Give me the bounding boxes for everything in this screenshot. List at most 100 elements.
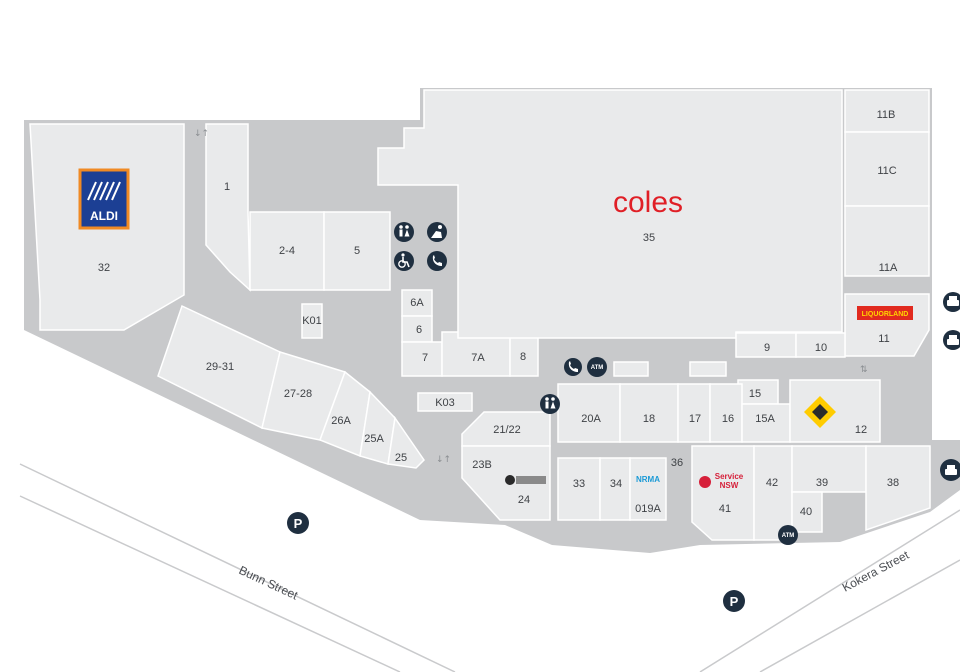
- kiosk-k03[interactable]: [417, 392, 473, 412]
- shop-34-label: 34: [610, 478, 622, 490]
- car-icon-2[interactable]: [940, 459, 960, 481]
- shop-39[interactable]: [791, 445, 867, 493]
- shop-6a-label: 6A: [410, 297, 424, 309]
- shop-11a[interactable]: [844, 205, 930, 277]
- toilets-icon[interactable]: [394, 222, 414, 242]
- shop-35-label: 35: [643, 232, 655, 244]
- kokera-street-edge-1: [699, 509, 960, 672]
- bunn-street-edge-2: [19, 495, 401, 672]
- shop-7a-label: 7A: [471, 352, 485, 364]
- car-icon[interactable]: [943, 330, 960, 350]
- toilets-icon-2[interactable]: [540, 394, 560, 414]
- shop-33-label: 33: [573, 478, 585, 490]
- parking-icon-bunn[interactable]: P: [287, 512, 309, 534]
- shop-40[interactable]: [791, 491, 823, 533]
- shop-9-label: 9: [764, 342, 770, 354]
- phone-icon-2[interactable]: [564, 358, 582, 376]
- coles-logo: coles: [613, 186, 683, 219]
- shop-11-liquorland[interactable]: [844, 293, 930, 357]
- parking-icon-bunn-label: P: [294, 516, 303, 531]
- kiosk-k01[interactable]: [301, 303, 323, 339]
- shop-019a-nrma[interactable]: [629, 457, 667, 521]
- shop-5[interactable]: [323, 211, 391, 291]
- corridor-block-1: [613, 361, 649, 377]
- kiosk-k03-label: K03: [435, 397, 455, 409]
- shop-40-label: 40: [800, 506, 812, 518]
- shop-12-label: 12: [855, 424, 867, 436]
- shop-35-coles[interactable]: [377, 89, 843, 339]
- corridor-block-2: [689, 361, 727, 377]
- facility-icons: ATM ATM P P: [194, 129, 960, 612]
- shop-15a[interactable]: [741, 403, 791, 443]
- shop-24-brand-logo-icon: [505, 475, 515, 485]
- service-nsw-logo-icon: [699, 476, 711, 488]
- shop-11-label: 11: [878, 333, 889, 345]
- shop-2-4-label: 2-4: [279, 245, 295, 257]
- shop-20a-label: 20A: [581, 413, 601, 425]
- shop-29-31-label: 29-31: [206, 361, 234, 373]
- liquorland-logo-text: LIQUORLAND: [862, 311, 909, 318]
- kokera-street-edge-2: [759, 559, 960, 672]
- shop-32-label: 32: [98, 262, 110, 274]
- shop-21-22-label: 21/22: [493, 424, 521, 436]
- shop-38-label: 38: [887, 477, 899, 489]
- shop-11a-label: 11A: [879, 262, 898, 274]
- shop-42-label: 42: [766, 477, 778, 489]
- escalator-icon: ↓↑: [194, 129, 209, 139]
- shop-25-label: 25: [395, 452, 407, 464]
- commbank-logo-inner: [812, 404, 828, 420]
- aldi-logo-stripes: [87, 181, 121, 201]
- shop-5-label: 5: [354, 245, 360, 257]
- shop-24-brand-logo-text: [516, 476, 546, 484]
- shop-15-label: 15: [749, 388, 761, 400]
- bunn-street-label: Bunn Street: [237, 563, 301, 603]
- shop-23b-label: 23B: [472, 459, 492, 471]
- shop-1-label: 1: [224, 181, 230, 193]
- escalator-icon-3: ⇅: [860, 365, 868, 375]
- shops: ALDI 32 1 2-4 5 K01 6A 6 7 7A 8 29-31 27…: [29, 89, 931, 541]
- shop-18-label: 18: [643, 413, 655, 425]
- shop-019a-label: 019A: [635, 503, 661, 515]
- service-nsw-logo-text-1: Service: [715, 472, 744, 481]
- shop-8-label: 8: [520, 351, 526, 363]
- shop-41-service-nsw[interactable]: [691, 445, 755, 541]
- parking-icon-kokera-label: P: [730, 594, 739, 609]
- shop-17-label: 17: [689, 413, 701, 425]
- atm-icon[interactable]: ATM: [587, 357, 607, 377]
- atm-icon-2-label: ATM: [782, 533, 795, 539]
- shop-11c-label: 11C: [877, 165, 896, 177]
- shop-41-label: 41: [719, 503, 731, 515]
- atm-icon-2[interactable]: ATM: [778, 525, 798, 545]
- shop-25[interactable]: [387, 416, 425, 469]
- shop-27-28-label: 27-28: [284, 388, 312, 400]
- shop-7-label: 7: [422, 352, 428, 364]
- shop-39-label: 39: [816, 477, 828, 489]
- parking-icon-kokera[interactable]: P: [723, 590, 745, 612]
- shop-25a-label: 25A: [364, 433, 384, 445]
- shop-26a-label: 26A: [331, 415, 351, 427]
- liquorland-logo: [857, 306, 913, 320]
- shop-6a[interactable]: [401, 289, 433, 317]
- shop-38[interactable]: [865, 445, 931, 532]
- shop-8[interactable]: [509, 331, 539, 377]
- shop-11c[interactable]: [844, 131, 930, 207]
- phone-icon[interactable]: [427, 251, 447, 271]
- nrma-logo: NRMA: [636, 475, 660, 484]
- shop-36-label: 36: [671, 457, 683, 469]
- shop-11b-label: 11B: [877, 109, 896, 121]
- shop-18[interactable]: [619, 383, 679, 443]
- kokera-street-label: Kokera Street: [840, 548, 912, 595]
- service-nsw-logo-text-2: NSW: [720, 481, 739, 490]
- bunn-street-edge-1: [19, 463, 456, 672]
- shop-16-label: 16: [722, 413, 734, 425]
- shop-15a-label: 15A: [755, 413, 775, 425]
- taxi-icon[interactable]: [943, 292, 960, 312]
- atm-icon-label: ATM: [591, 365, 604, 371]
- accessible-toilet-icon[interactable]: [394, 251, 414, 271]
- kiosk-k01-label: K01: [302, 315, 322, 327]
- baby-change-icon[interactable]: [427, 222, 447, 242]
- shop-16[interactable]: [709, 383, 743, 443]
- shop-24-label: 24: [518, 494, 530, 506]
- shop-10[interactable]: [795, 332, 846, 358]
